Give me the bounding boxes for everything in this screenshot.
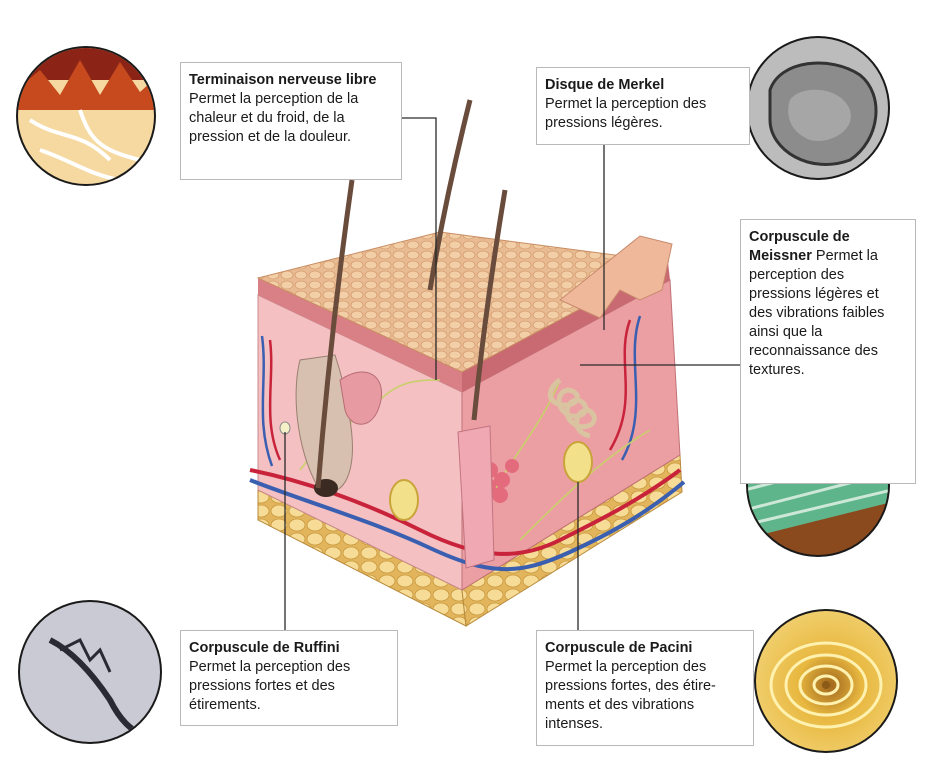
label-description: Permet la perception des pressions forte… bbox=[545, 659, 716, 732]
label-terminaison-nerveuse: Terminaison nerveuse libre Permet la per… bbox=[180, 62, 402, 180]
skin-peeled-flap bbox=[559, 235, 673, 319]
meissner-corpuscle bbox=[548, 377, 597, 439]
skin-block bbox=[249, 99, 686, 627]
epidermis-right bbox=[462, 262, 670, 392]
hair-shaft-3 bbox=[471, 189, 508, 421]
label-corpuscule-meissner: Corpuscule de Meissner Permet la percept… bbox=[740, 219, 916, 484]
artery-branch bbox=[268, 339, 282, 461]
label-description: Permet la perception des pressions légèr… bbox=[749, 248, 885, 378]
label-title: Terminaison nerveuse libre bbox=[189, 72, 377, 88]
hair-shaft-1 bbox=[315, 179, 355, 489]
label-disque-merkel: Disque de Merkel Permet la perception de… bbox=[536, 67, 750, 145]
pacini-corpuscle bbox=[563, 441, 593, 483]
label-corpuscule-ruffini: Corpuscule de Ruffini Permet la percepti… bbox=[180, 630, 398, 726]
label-description: Permet la perception des pressions forte… bbox=[189, 659, 351, 713]
ruffini-corpuscle-micrograph-icon bbox=[18, 600, 162, 744]
pacini-corpuscle-left bbox=[389, 479, 419, 521]
merkel-cell-micrograph-icon bbox=[746, 36, 890, 180]
label-title: Corpuscule de Pacini bbox=[545, 640, 693, 656]
hair-root-sheath bbox=[457, 425, 495, 569]
epidermis-front bbox=[258, 278, 462, 392]
hair-shaft-2 bbox=[427, 99, 473, 291]
label-title: Corpuscule de Ruffini bbox=[189, 640, 340, 656]
leader-lines bbox=[284, 117, 740, 630]
free-nerve-ending-micrograph-icon bbox=[16, 46, 156, 186]
label-title: Corpuscule de Meissner bbox=[749, 229, 850, 264]
artery-branch-right bbox=[608, 319, 632, 451]
label-title: Disque de Merkel bbox=[545, 77, 665, 93]
vein-branch bbox=[260, 335, 274, 467]
label-corpuscule-pacini: Corpuscule de Pacini Permet la perceptio… bbox=[536, 630, 754, 746]
vein bbox=[249, 478, 686, 572]
label-description: Permet la perception de la chaleur et du… bbox=[189, 91, 359, 145]
sebaceous-gland bbox=[339, 371, 383, 425]
pacinian-corpuscle-micrograph-icon bbox=[754, 609, 898, 753]
leader-terminaison bbox=[402, 117, 437, 380]
label-description: Permet la perception des pressions légèr… bbox=[545, 96, 707, 131]
